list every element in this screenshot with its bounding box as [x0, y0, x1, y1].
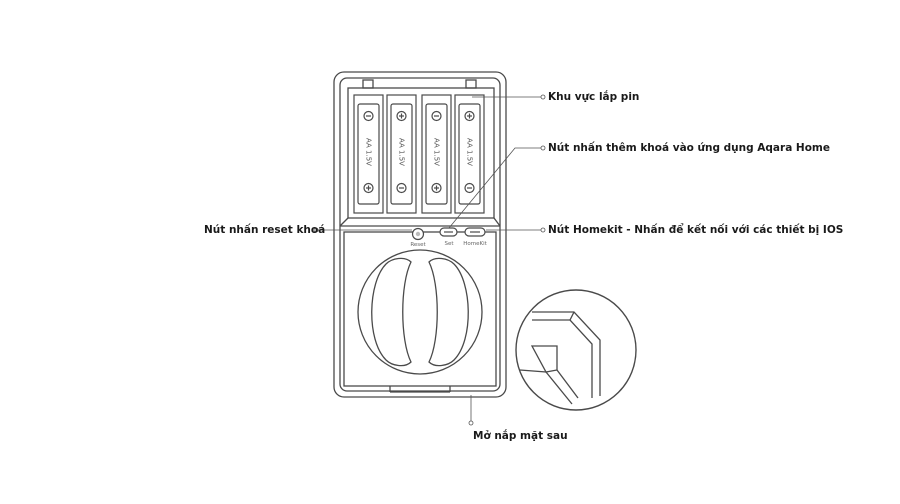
callout-homekit-button: Nút Homekit - Nhấn để kết nối với các th…	[548, 224, 844, 236]
battery-slot: AA 1.5V	[353, 94, 384, 214]
callout-add-to-app-button: Nút nhấn thêm khoá vào ứng dụng Aqara Ho…	[548, 142, 830, 154]
callout-reset-button: Nút nhấn reset khoá	[204, 224, 326, 236]
battery-minus-icon	[363, 110, 374, 122]
battery-icon	[390, 103, 413, 205]
homekit-label: HomeKit	[463, 241, 487, 247]
battery-plus-icon	[396, 110, 407, 122]
battery-icon	[425, 103, 448, 205]
battery-plus-icon	[431, 182, 442, 194]
reset-label: Reset	[410, 242, 426, 248]
thumb-turn	[357, 249, 483, 375]
battery-minus-icon	[396, 182, 407, 194]
set-label: Set	[444, 241, 454, 247]
lock-body-inner-outline	[339, 77, 501, 392]
battery-minus-icon	[464, 182, 475, 194]
battery-slot: AA 1.5V	[386, 94, 417, 214]
battery-slot: AA 1.5V	[421, 94, 452, 214]
lower-panel	[343, 231, 497, 387]
battery-minus-icon	[431, 110, 442, 122]
battery-label: AA 1.5V	[433, 138, 441, 166]
lock-body-outline	[333, 71, 507, 398]
battery-slot: AA 1.5V	[454, 94, 485, 214]
callout-battery-area: Khu vực lắp pin	[548, 91, 640, 103]
thumb-turn-left-grip	[371, 257, 412, 367]
battery-icon	[357, 103, 380, 205]
battery-label: AA 1.5V	[365, 138, 373, 166]
battery-plus-icon	[464, 110, 475, 122]
callout-open-back-cover: Mở nắp mặt sau	[473, 430, 568, 442]
battery-compartment	[347, 87, 495, 219]
thumb-turn-right-grip	[428, 257, 469, 367]
battery-icon	[458, 103, 481, 205]
battery-label: AA 1.5V	[466, 138, 474, 166]
battery-label: AA 1.5V	[398, 138, 406, 166]
battery-plus-icon	[363, 182, 374, 194]
zoom-inset	[515, 289, 637, 411]
